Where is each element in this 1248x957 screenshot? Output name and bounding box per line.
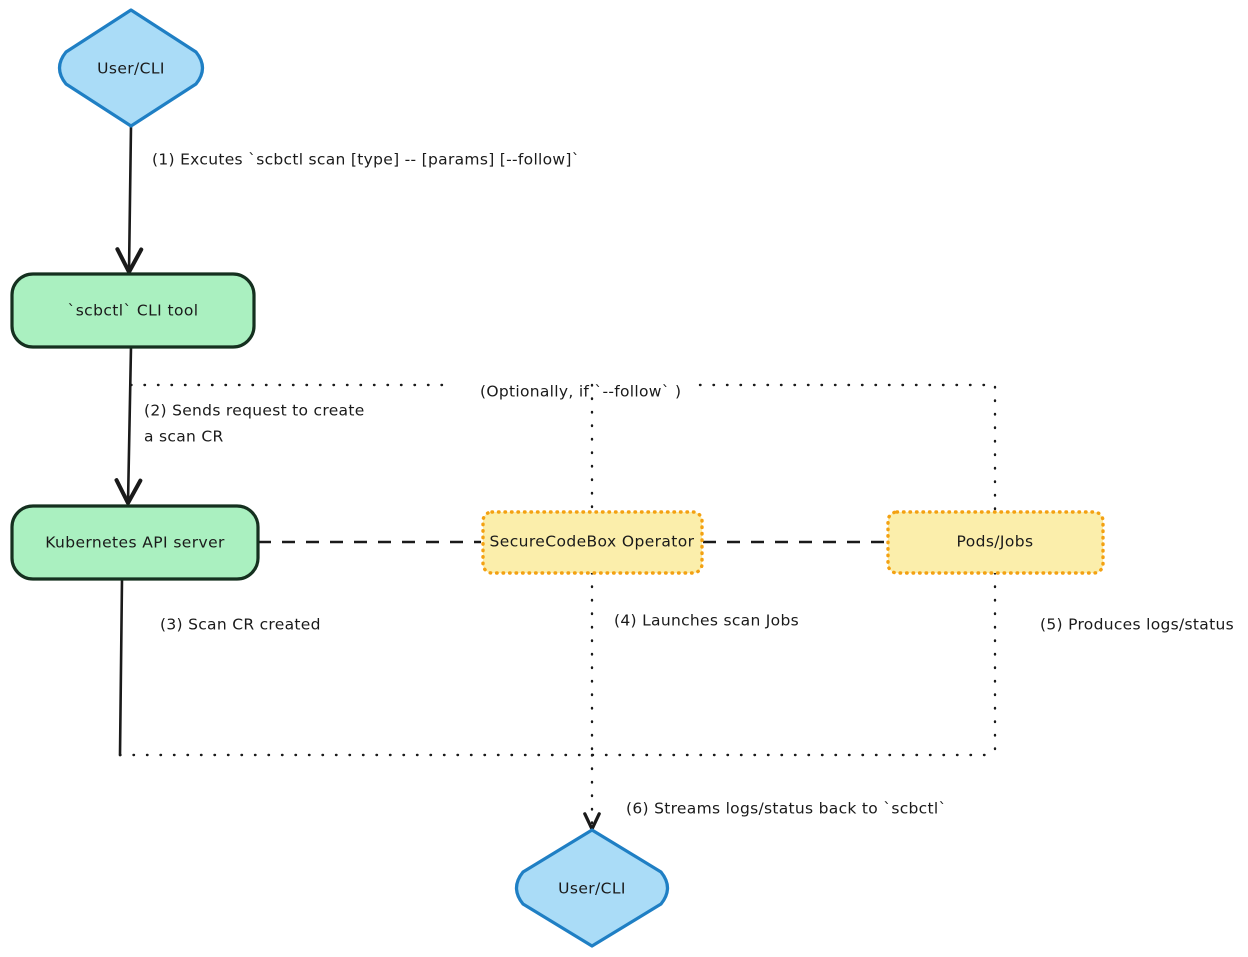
node-label-pods-jobs: Pods/Jobs — [957, 533, 1034, 551]
node-label-user-cli-bottom: User/CLI — [558, 880, 626, 898]
edge-label-5: (5) Produces logs/status — [1040, 616, 1234, 634]
node-user-cli-bottom[interactable]: User/CLI — [514, 828, 670, 948]
edge-label-4: (4) Launches scan Jobs — [614, 612, 799, 630]
edge-label-3: (3) Scan CR created — [160, 616, 321, 634]
edge-label-optional-follow: (Optionally, if `--follow` ) — [480, 383, 681, 401]
node-label-user-cli-top: User/CLI — [97, 60, 165, 78]
edge-label-1: (1) Excutes `scbctl scan [type] -- [para… — [152, 151, 580, 169]
node-securecodebox-operator[interactable]: SecureCodeBox Operator — [481, 510, 704, 575]
node-label-kubernetes-api-server: Kubernetes API server — [45, 534, 225, 552]
edge-3-apiserver-down — [118, 577, 124, 757]
edge-2-scbctl-to-apiserver — [114, 345, 143, 506]
node-label-scbctl-cli-tool: `scbctl` CLI tool — [68, 302, 199, 320]
node-user-cli-top[interactable]: User/CLI — [57, 8, 205, 128]
node-pods-jobs[interactable]: Pods/Jobs — [886, 510, 1105, 575]
edge-label-2-line1: (2) Sends request to create — [144, 402, 365, 420]
edge-1-user-to-scbctl — [115, 124, 144, 275]
node-kubernetes-api-server[interactable]: Kubernetes API server — [10, 504, 260, 581]
node-label-securecodebox-operator: SecureCodeBox Operator — [490, 533, 695, 551]
edge-label-2-line2: a scan CR — [144, 428, 224, 446]
edge-label-6: (6) Streams logs/status back to `scbctl` — [626, 800, 947, 818]
node-scbctl-cli-tool[interactable]: `scbctl` CLI tool — [10, 272, 256, 349]
edge-optional-follow-path — [129, 383, 997, 514]
